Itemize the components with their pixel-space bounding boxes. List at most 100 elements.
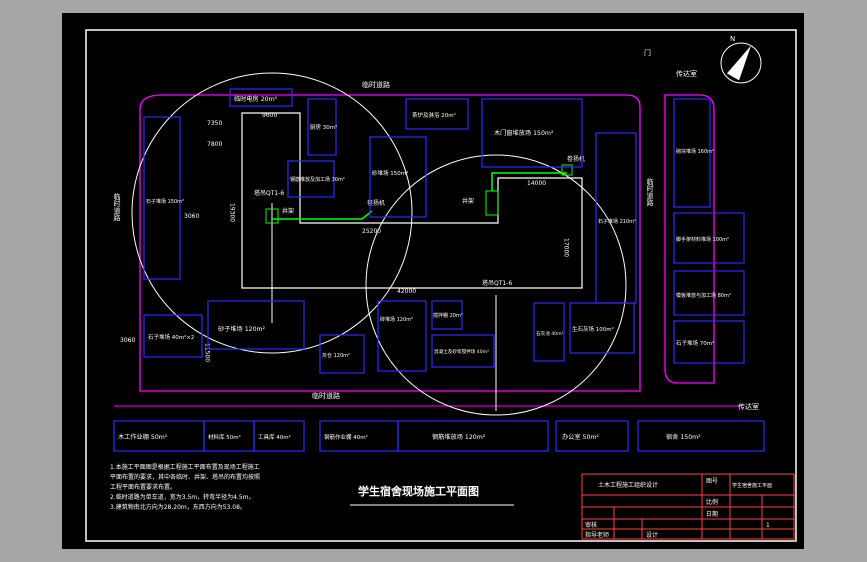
tb-date: 日期 (706, 510, 718, 518)
area-precast-yard (569, 302, 635, 354)
drawing-title: 学生宿舍现场施工平面图 (358, 484, 479, 498)
area-kitchen (307, 98, 337, 156)
note-2: 平面布置的要求，其中各临时、井架、塔吊的布置均按照 (110, 473, 260, 481)
area-office (555, 420, 629, 452)
tb-number: 1 (766, 522, 770, 529)
gate-label: 门 (644, 48, 651, 57)
label-temp-power: 临时电房 20m² (234, 95, 278, 103)
tb-review: 审核 (585, 521, 597, 529)
note-3: 工程平面布置要求布置。 (110, 483, 176, 491)
area-wash-room (405, 98, 469, 130)
label-mixer-shed: 搅拌棚 20m² (433, 312, 463, 319)
dim-10: 11500 (204, 343, 211, 362)
hoist-box-3 (561, 164, 573, 176)
note-5: 3.建筑物南北方向为28.20m，东西方向为53.08。 (110, 503, 246, 511)
area-cement-store (431, 334, 495, 368)
area-labels: 临时电房 20m² 厨房 30m² 钢筋堆放及加工场 30m² 茶炉及淋浴 20… (118, 95, 731, 441)
tb-sheet-label: 图号 (706, 478, 718, 485)
area-right-stone (673, 320, 745, 364)
site-plan-svg: N 门 临时道路 临时道路 临时道路 临时道路 传达室 传达室 塔吊QT1-6 … (85, 29, 797, 542)
dim-5: 3060 (184, 213, 199, 220)
equip-label-2: 卷扬机 (367, 199, 385, 207)
label-formwork-yard: 模板堆放与加工场 80m² (676, 292, 731, 299)
hoist-box-2 (485, 190, 499, 216)
label-office: 办公室 50m² (562, 433, 599, 441)
note-1: 1.本施工平面图是根据工程施工平面布置及现场工程施工 (110, 463, 260, 471)
crane-radius-2 (365, 154, 627, 416)
area-gravel-1 (369, 136, 427, 218)
guard-label-bottom: 传达室 (738, 402, 759, 411)
dim-8: 17000 (563, 238, 570, 257)
label-right-stone: 石子堆场 70m² (676, 339, 714, 347)
north-label: N (730, 35, 735, 43)
guard-label-top: 传达室 (676, 69, 697, 78)
label-lime-shed: 灰仓 120m² (322, 352, 350, 359)
temp-road-main (139, 94, 641, 392)
crane-label-2: 塔吊QT1-6 (482, 279, 512, 287)
area-tools (253, 420, 305, 452)
crane-label-1: 塔吊QT1-6 (254, 189, 284, 197)
area-dorm (637, 420, 765, 452)
area-formwork-yard (673, 270, 745, 316)
dim-3: 7800 (207, 141, 222, 148)
area-brick-yard (377, 300, 427, 372)
label-scaffold-yard: 脚手架材料堆场 100m² (676, 236, 729, 243)
area-steel-stack (397, 420, 549, 452)
area-lime-pit (533, 302, 565, 362)
hoist-box-1 (265, 208, 279, 224)
area-right-yard (673, 98, 711, 208)
label-gravel-1: 砂堆场 150m² (372, 169, 408, 177)
road-label-top: 临时道路 (362, 80, 390, 89)
tb-design: 设计 (646, 531, 658, 539)
label-wood-yard: 木门窗堆放场 150m² (494, 129, 554, 137)
dim-2: 9600 (262, 112, 277, 119)
title-block-text: 土木工程施工组织设计 图号 学生宿舍施工平面 比例 日期 1 审核 指导老师 设… (585, 478, 772, 539)
outer-frame (85, 29, 797, 542)
area-mixer-shed (431, 300, 463, 330)
label-sand-lower: 砂子堆场 120m² (218, 325, 266, 333)
label-wash-room: 茶炉及淋浴 20m² (412, 111, 456, 119)
tb-sheet-value: 学生宿舍施工平面 (732, 482, 772, 489)
label-stone-left: 石子堆场 150m² (146, 198, 184, 205)
label-stone-small: 石子堆场 40m²×2 (148, 333, 194, 341)
equip-label-3: 井架 (462, 197, 474, 205)
label-carpenter: 木工作业棚 50m² (118, 433, 168, 441)
tb-course: 土木工程施工组织设计 (598, 481, 658, 489)
label-right-yard: 砌块堆场 160m² (676, 148, 714, 155)
road-label-right: 临时道路 (646, 177, 654, 207)
area-stone-left (143, 116, 181, 280)
equip-label-1: 井架 (282, 207, 294, 215)
tb-scale: 比例 (706, 498, 718, 506)
tb-student: 指导老师 (585, 531, 609, 539)
area-stone-right (595, 132, 637, 304)
hoist-line-1 (272, 210, 373, 220)
area-temp-power (229, 88, 293, 107)
road-label-left: 临时道路 (113, 192, 121, 222)
drawing-sheet: N 门 临时道路 临时道路 临时道路 临时道路 传达室 传达室 塔吊QT1-6 … (62, 13, 804, 549)
label-brick-yard: 砖堆场 120m² (380, 316, 413, 323)
label-cement-store: 混凝土及砂浆搅拌场 40m² (434, 348, 489, 355)
north-arrow-icon: N (720, 35, 762, 84)
dim-11: 3060 (120, 337, 135, 344)
label-materials: 材料库 50m² (208, 433, 241, 441)
label-stone-right: 石子堆场 210m² (598, 218, 636, 225)
area-steel-yard (287, 160, 335, 198)
equip-label-4: 卷扬机 (567, 155, 585, 163)
road-label-bottom: 临时道路 (312, 391, 340, 400)
notes: 1.本施工平面图是根据工程施工平面布置及现场工程施工 平面布置的要求，其中各临时… (110, 463, 260, 511)
label-tools: 工具库 40m² (258, 433, 291, 441)
area-blocks (113, 88, 765, 452)
area-stone-small (143, 314, 203, 358)
title-block (581, 473, 795, 540)
label-steel-yard: 钢筋堆放及加工场 30m² (290, 176, 345, 183)
dim-4: 19300 (229, 203, 236, 222)
label-lime-pit: 石灰池 40m² (536, 330, 564, 337)
hoist-line-2 (491, 172, 567, 191)
dim-1: 7350 (207, 120, 222, 127)
dim-9: 42000 (397, 288, 416, 295)
dim-6: 25200 (362, 228, 381, 235)
label-steel-stack: 钢筋堆放场 120m² (432, 433, 486, 441)
label-steel-shop: 钢筋作业棚 40m² (324, 433, 368, 441)
building-outline (241, 112, 583, 289)
note-4: 2.临时道路为单车道，宽为3.5m，转弯半径为4.5m。 (110, 493, 255, 501)
